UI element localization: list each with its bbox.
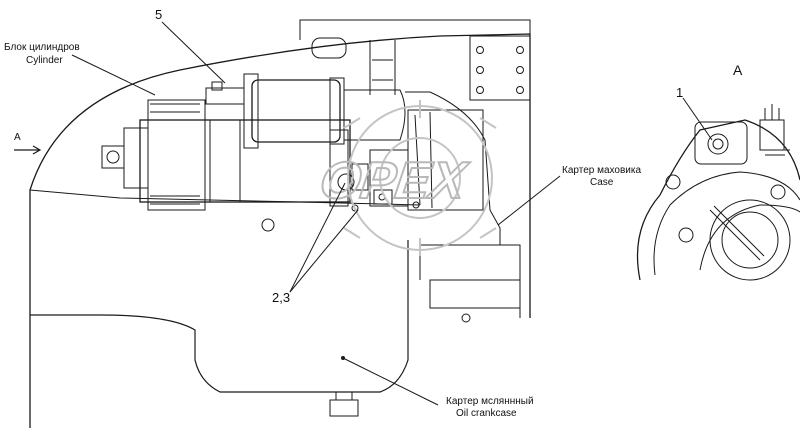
block-boss-left: [101, 145, 125, 169]
block-stud: [261, 218, 275, 232]
detail-terminal-block: [694, 121, 748, 165]
view-a-arrow-label: A: [14, 132, 21, 143]
leader-flywheel-case: [497, 175, 561, 226]
watermark-text: OPEX: [316, 152, 472, 210]
mounting-bolt-upper: [337, 173, 355, 191]
callout-2-3: 2,3: [272, 290, 291, 305]
mounting-plate: [469, 35, 531, 101]
leader-callout-1: [682, 97, 713, 141]
callout-5: 5: [155, 7, 163, 22]
view-a-arrow: [14, 145, 42, 155]
block-top-edge: [299, 19, 531, 40]
flywheel-case-label-en: Case: [590, 177, 614, 188]
engine-block-outline: [29, 33, 531, 428]
detail-flange-circle: [709, 199, 791, 281]
flywheel-case-step: [419, 244, 500, 308]
detail-bolt-left: [665, 174, 681, 190]
oil-crankcase-label-en: Oil crankcase: [456, 408, 517, 419]
leader-callout-2-3-b: [289, 182, 346, 293]
flywheel-case-label-ru: Картер маховика: [562, 165, 642, 176]
block-top-boss: [311, 37, 347, 59]
detail-bolt-right: [770, 184, 786, 200]
starter-solenoid: [251, 79, 341, 143]
leader-cylinder-block: [71, 54, 156, 96]
flywheel-housing-outline: [405, 91, 521, 318]
detail-bolt-bottom: [678, 227, 694, 243]
watermark-gear: [343, 100, 497, 256]
plate-bolts: [476, 46, 524, 94]
flywheel-case-bolt: [461, 313, 471, 323]
oil-crankcase-outline: [30, 240, 409, 393]
mounting-nut-lower: [373, 189, 393, 205]
oil-crankcase-label-ru: Картер мсляннный: [446, 396, 534, 407]
leader-oil-crankcase: [342, 357, 439, 406]
solenoid-terminal: [205, 87, 245, 105]
drain-plug: [329, 399, 359, 417]
view-a-title: A: [733, 62, 743, 78]
starter-end-cap: [123, 127, 149, 189]
callout-1: 1: [676, 85, 684, 100]
solenoid-rear-flange: [329, 77, 345, 145]
oil-pipe: [369, 40, 396, 95]
cylinder-block-label-en: Cylinder: [26, 55, 63, 66]
detail-view-a: [636, 97, 800, 281]
leader-callout-2-3: [289, 209, 359, 293]
detail-terminal-nut: [707, 133, 729, 155]
leader-callout-5: [161, 21, 226, 84]
cylinder-block-label-ru: Блок цилиндров: [4, 42, 80, 53]
flywheel-case-lower: [429, 279, 521, 309]
detail-connector: [759, 119, 785, 151]
detail-housing-outline: [636, 119, 800, 281]
solenoid-front-flange: [243, 73, 259, 149]
